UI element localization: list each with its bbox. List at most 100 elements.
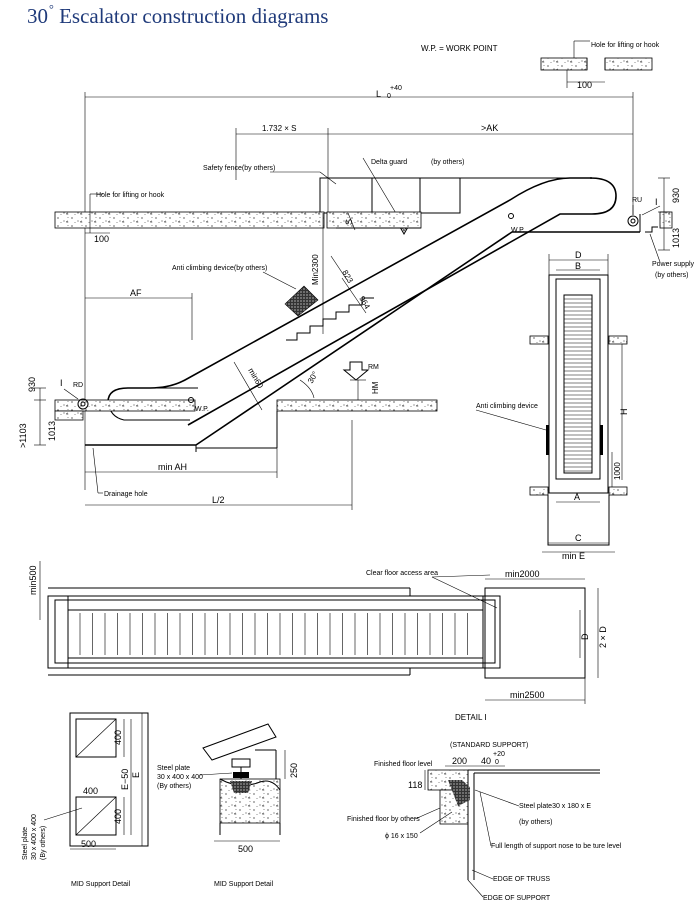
rd-label: RD	[73, 382, 83, 389]
ms2-steel-l1: Steel plate	[157, 765, 190, 772]
clear-floor-label: Clear floor access area	[366, 570, 438, 577]
drainage-label: Drainage hole	[104, 491, 148, 498]
hm-label: HM	[371, 381, 380, 394]
ms-E50: E−50	[120, 769, 130, 790]
detail-i-d40-tol-bot: 0	[495, 759, 499, 766]
detail-i: DETAIL Ⅰ (STANDARD SUPPORT) +20 Finished…	[347, 713, 622, 902]
plan-min2500: min2500	[510, 690, 545, 700]
power-supply-by: (by others)	[655, 272, 688, 279]
ms-steel-l3: (By others)	[40, 826, 47, 860]
section-step-lines	[564, 298, 592, 472]
hole-detail-top-right: Hole for lifting or hook 100	[540, 40, 660, 90]
dim-100-left: 100	[94, 234, 109, 244]
ms-500: 500	[81, 839, 96, 849]
detail-i-118: 118	[408, 780, 422, 790]
wp-lower: W.P.	[195, 406, 209, 413]
dim-930-left: 930	[27, 377, 37, 392]
wp-upper: W.P.	[511, 227, 525, 234]
escalator-steps	[286, 297, 374, 341]
roman-i-right: I	[655, 197, 658, 207]
delta-guard-by: (by others)	[431, 159, 464, 166]
roman-i-left: I	[60, 378, 63, 388]
title-text: Escalator construction diagrams	[53, 4, 329, 28]
ms-E: E	[131, 772, 141, 778]
section-B: B	[575, 261, 581, 271]
detail-i-title: DETAIL Ⅰ	[455, 713, 487, 722]
section-1000: 1000	[613, 462, 622, 480]
plan-min500: min500	[28, 565, 38, 595]
angle-label: 30°	[306, 370, 320, 385]
section-C: C	[575, 533, 582, 543]
anti-climbing-device	[284, 285, 319, 317]
dim-1013-right: 1013	[671, 228, 681, 248]
plan-min2000: min2000	[505, 569, 540, 579]
detail-i-finished-by: Finished floor by others	[347, 816, 420, 823]
detail-i-standard: (STANDARD SUPPORT)	[450, 742, 528, 749]
hole-label-left: Hole for lifting or hook	[96, 192, 165, 199]
side-view: W.P. = WORK POINT Hole for lifting or ho…	[18, 40, 695, 510]
power-supply-label: Power supply	[652, 261, 695, 268]
ms2-steel-l2: 30 x 400 x 400	[157, 774, 203, 781]
ms-400b: 400	[113, 809, 123, 824]
safety-fence-label: Safety fence(by others)	[203, 165, 275, 172]
ms-steel-l2: 30 x 400 x 400	[31, 814, 38, 860]
wp-legend: W.P. = WORK POINT	[421, 44, 498, 53]
mid-support-detail-2: 250 Steel plate 30 x 400 x 400 (By other…	[157, 723, 299, 888]
dim-S: S	[344, 219, 354, 225]
dim-L2: L/2	[212, 495, 225, 505]
plan-D: D	[580, 633, 590, 640]
mid-support-detail-1: 400 400 E−50 E 400 500 Steel plate 30 x …	[22, 712, 149, 888]
dim-L-tol: +40	[390, 85, 402, 92]
dim-1732s: 1.732 × S	[262, 124, 296, 133]
rm-label: RM	[368, 364, 379, 371]
dim-AK: >AK	[481, 123, 498, 133]
dim-1103: >1103	[18, 423, 28, 448]
dim-AF: AF	[130, 288, 142, 298]
section-D: D	[575, 250, 582, 260]
dim-964: 964	[357, 295, 372, 312]
ms-steel-l1: Steel plate	[22, 827, 29, 860]
detail-i-edge-truss: EDGE OF TRUSS	[493, 876, 550, 883]
ms-400a: 400	[113, 730, 123, 745]
dim-930-right: 930	[671, 188, 681, 203]
section-view: D B Anti climbing device H 1000 A C min …	[475, 250, 629, 561]
plan-2D: 2 × D	[598, 626, 608, 648]
ms2-steel-l3: (By others)	[157, 783, 191, 790]
detail-i-steel-by: (by others)	[519, 819, 552, 826]
plan-view: min500 Clear floor access area min2000 D…	[28, 561, 608, 704]
detail-i-phi: ϕ 16 x 150	[385, 833, 418, 840]
ms2-250: 250	[289, 763, 299, 778]
section-A: A	[574, 492, 580, 502]
ms-400c: 400	[83, 786, 98, 796]
delta-guard-label: Delta guard	[371, 159, 407, 166]
dim-L: L	[376, 89, 381, 99]
section-anti-climb: Anti climbing device	[476, 403, 538, 410]
min60: min60	[246, 367, 265, 391]
detail-i-finished-floor: Finished floor level	[374, 761, 433, 768]
ms2-caption: MID Support Detail	[214, 881, 274, 888]
detail-i-edge-support: EDGE OF SUPPORT	[483, 895, 551, 902]
degree-symbol: °	[49, 2, 54, 16]
section-minE: min E	[562, 551, 585, 561]
detail-i-d40-tol-top: +20	[493, 751, 505, 758]
section-H: H	[619, 409, 629, 416]
detail-i-full-length: Full length of support nose to be ture l…	[491, 843, 622, 850]
escalator-truss	[85, 177, 641, 452]
min-AH: min AH	[158, 462, 187, 472]
anti-climb-label: Anti climbing device(by others)	[172, 265, 267, 272]
dim-100-top: 100	[577, 80, 592, 90]
detail-i-40: 40	[481, 756, 491, 766]
min2300: Min2300	[311, 254, 320, 285]
dim-1013-left: 1013	[47, 421, 57, 441]
ms-caption: MID Support Detail	[71, 881, 131, 888]
title-angle: 30	[27, 4, 48, 28]
ru-label: RU	[632, 197, 642, 204]
plan-step-lines	[79, 613, 468, 655]
page-title: 30° Escalator construction diagrams	[27, 2, 328, 29]
ms2-500: 500	[238, 844, 253, 854]
detail-i-steel-plate: Steel plate30 x 180 x E	[519, 803, 591, 810]
detail-i-200: 200	[452, 756, 467, 766]
hole-label-top-right: Hole for lifting or hook	[591, 42, 660, 49]
dim-L-tol2: 0	[387, 93, 391, 100]
